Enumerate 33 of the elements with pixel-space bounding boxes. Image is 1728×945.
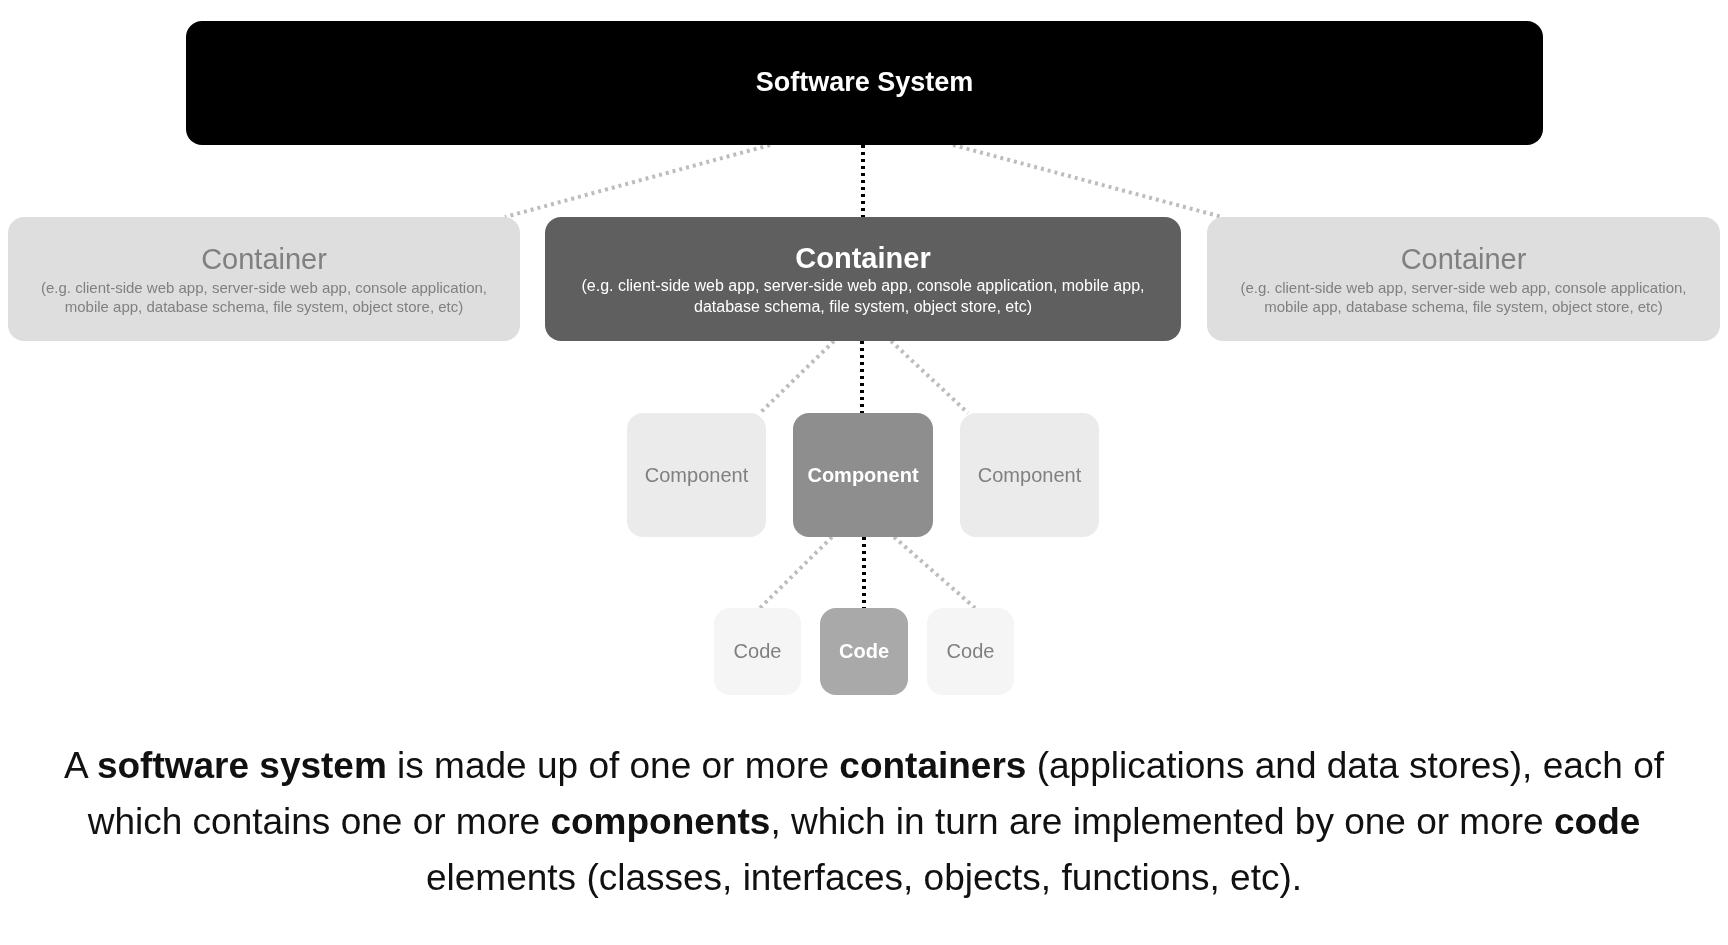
box-title: Container — [1400, 242, 1527, 278]
container-box — [545, 217, 1181, 341]
code-box — [820, 608, 908, 695]
component-box — [627, 413, 766, 537]
component-box — [793, 413, 933, 537]
component-box — [960, 413, 1099, 537]
box-title: Component — [977, 462, 1082, 488]
dotted-connector — [952, 143, 1223, 219]
box-description: (e.g. client-side web app, server-side web app, console application, mobile app, database schema, file system, object store, etc) — [1239, 277, 1688, 317]
dotted-connector — [861, 145, 865, 217]
dotted-connector — [758, 535, 834, 610]
container-box — [8, 217, 520, 341]
box-description: (e.g. client-side web app, server-side web app, console application, mobile app, database schema, file system, object store, etc) — [39, 277, 489, 317]
system-box — [186, 21, 1543, 145]
box-title: Code — [733, 639, 782, 664]
caption: A software system is made up of one or more containers (applications and data stores), each of which contains one or more components, which in turn are implemented by one or more code elements (classes, interfaces, objects, functions, etc). — [62, 744, 1666, 900]
code-box — [714, 608, 801, 695]
box-title: Code — [839, 639, 889, 664]
dotted-connector — [889, 339, 970, 415]
code-box — [927, 608, 1014, 695]
box-title: Component — [807, 462, 919, 488]
dotted-connector — [504, 143, 771, 219]
box-title: Code — [946, 639, 995, 664]
box-title: Software System — [755, 66, 974, 100]
dotted-connector — [860, 341, 864, 413]
box-title: Component — [644, 462, 749, 488]
dotted-connector — [758, 339, 836, 415]
box-title: Container — [201, 242, 327, 278]
dotted-connector — [862, 537, 866, 608]
box-title: Container — [795, 241, 931, 277]
dotted-connector — [892, 535, 977, 610]
container-box — [1207, 217, 1720, 341]
box-description: (e.g. client-side web app, server-side web app, console application, mobile app, database schema, file system, object store, etc) — [580, 276, 1146, 318]
